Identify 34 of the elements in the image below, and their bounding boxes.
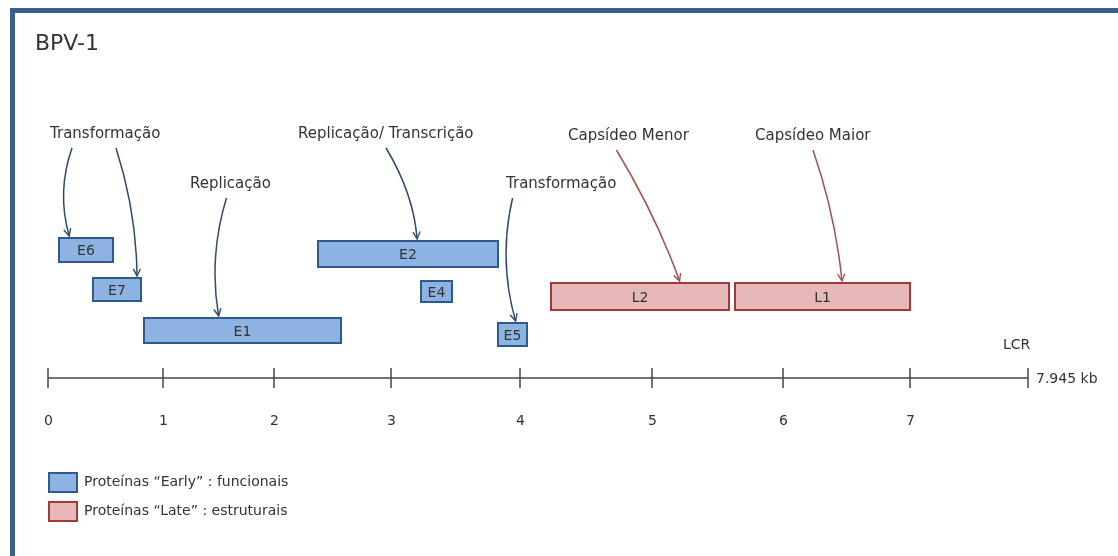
gene-bar: E1 <box>143 317 342 344</box>
annotation-text: Capsídeo Maior <box>755 126 871 144</box>
annotation-text: Capsídeo Menor <box>568 126 689 144</box>
gene-bar: E5 <box>497 322 528 347</box>
legend-text: Proteínas “Late” : estruturais <box>84 502 288 518</box>
leader-arrow <box>812 149 846 282</box>
gene-bar: E2 <box>317 240 499 268</box>
gene-bar: L1 <box>734 282 911 311</box>
leader-arrow <box>62 147 73 237</box>
leader-arrow <box>385 147 421 240</box>
leader-arrow <box>615 149 682 282</box>
tick-label: 3 <box>387 412 396 428</box>
legend-text: Proteínas “Early” : funcionais <box>84 473 289 489</box>
length-label: 7.945 kb <box>1036 370 1098 386</box>
annotation-text: Replicação/ Transcrição <box>298 124 474 142</box>
leader-arrow <box>505 197 518 322</box>
gene-bar: E6 <box>58 237 114 263</box>
annotation-text: Transformação <box>506 174 617 192</box>
tick-label: 4 <box>516 412 525 428</box>
gene-bar: E7 <box>92 277 142 302</box>
region-label: LCR <box>1003 336 1031 352</box>
gene-bar: E4 <box>420 280 453 303</box>
tick-label: 7 <box>906 412 915 428</box>
annotation-text: Replicação <box>190 174 271 192</box>
tick-label: 2 <box>270 412 279 428</box>
leader-arrow <box>213 197 228 317</box>
tick-label: 6 <box>779 412 788 428</box>
tick-label: 0 <box>44 412 53 428</box>
annotation-text: Transformação <box>50 124 161 142</box>
tick-label: 1 <box>159 412 168 428</box>
diagram-title: BPV-1 <box>35 30 100 55</box>
gene-bar: L2 <box>550 282 730 311</box>
leader-arrow <box>115 147 142 277</box>
tick-label: 5 <box>648 412 657 428</box>
